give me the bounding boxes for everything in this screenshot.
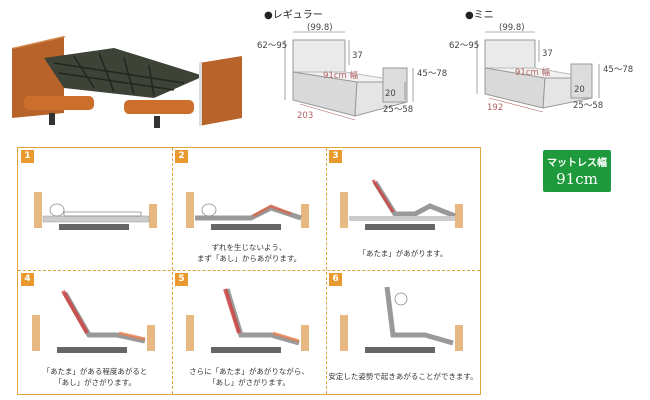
bed-legs-raised-illustration [186,192,309,230]
step-number: 5 [175,273,188,286]
step-number: 6 [329,273,342,286]
step-1: 1 [19,148,171,270]
mini-foot-height: 45～78 [603,65,633,75]
mini-length: 192 [487,103,503,113]
regular-length: 203 [297,111,313,121]
mini-dimension-diagram: (99.8) 62～95 37 91cm 幅 45～78 20 192 25～5… [449,23,633,113]
bed-head-higher-illustration [186,288,309,353]
bed-head-up-legs-down-illustration [32,290,155,353]
step-caption: 「あし」がさがります。 [54,378,136,387]
mini-deck-height: 20 [574,85,585,95]
mattress-width-value: 91cm [556,170,598,188]
bed-sitting-illustration [340,286,463,353]
mini-head-height: 62～95 [449,41,479,51]
step-caption: さらに「あたま」があがりながら、 [189,367,309,376]
step-number: 4 [21,273,34,286]
step-caption: 「あたま」がある程度あがると [42,367,148,376]
step-5: 5 さらに「あたま」があがりながら、 「あし」がさがります。 [173,271,325,393]
regular-title: ●レギュラー [264,10,323,21]
bed-flat-illustration [34,192,157,230]
mini-mattress-label: 91cm 幅 [515,67,550,78]
step-number: 2 [175,150,188,163]
mini-title: ●ミニ [465,10,494,21]
step-caption: 「あたま」があがります。 [358,249,448,258]
steps-grid: 1 2 ずれを生じないよう、 まず「あし」からあがります。 3 [17,147,481,395]
regular-head-board: 37 [352,51,363,61]
step-caption: まず「あし」からあがります。 [196,254,302,263]
step-caption: ずれを生じないよう、 [211,243,287,252]
regular-top-width: (99.8) [307,23,333,33]
mattress-width-badge: マットレス幅 91cm [543,150,611,192]
regular-head-height: 62～95 [257,41,287,51]
step-caption: 安定した姿勢で起きあがることができます。 [328,372,478,381]
step-2: 2 ずれを生じないよう、 まず「あし」からあがります。 [173,148,325,270]
step-3: 3 「あたま」があがります。 [327,148,479,270]
mattress-width-label: マットレス幅 [547,158,607,169]
regular-foot-height: 45～78 [417,69,447,79]
step-number: 3 [329,150,342,163]
step-6: 6 安定した姿勢で起きあがることができます。 [327,271,479,393]
mini-foot-range: 25～58 [573,101,603,111]
bed-photo [12,36,242,128]
step-number: 1 [21,150,34,163]
bed-head-raised-illustration [340,179,463,230]
regular-foot-range: 25～58 [383,105,413,115]
mini-top-width: (99.8) [499,23,525,33]
regular-mattress-label: 91cm 幅 [323,70,358,81]
step-caption: 「あし」がさがります。 [208,378,290,387]
regular-dimension-diagram: (99.8) 62～95 37 91cm 幅 45～78 20 203 25～5… [257,23,447,121]
mini-head-board: 37 [542,49,553,59]
step-4: 4 「あたま」がある程度あがると 「あし」がさがります。 [19,271,171,393]
regular-deck-height: 20 [385,89,396,99]
